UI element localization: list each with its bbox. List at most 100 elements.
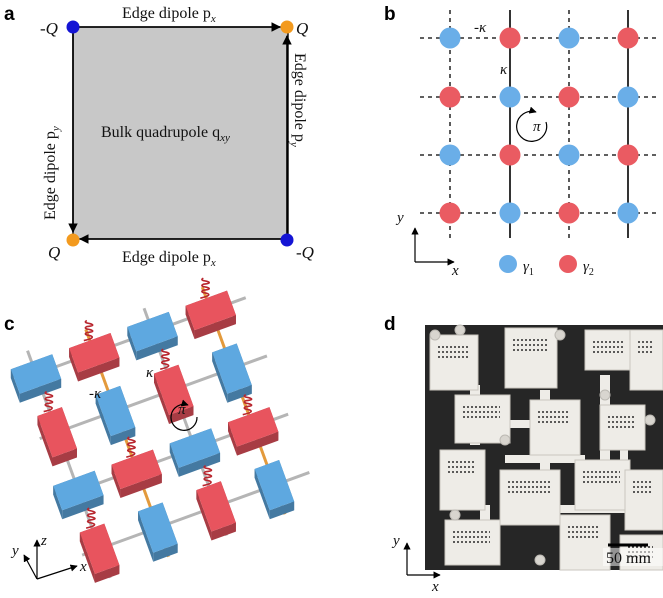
- b-site: [439, 144, 461, 166]
- photo-peg: [599, 389, 611, 401]
- b-site: [439, 86, 461, 108]
- c-kappa: κ: [146, 365, 154, 381]
- c-block-side: [236, 431, 279, 456]
- c-spring: [200, 277, 210, 299]
- lattice-c: [10, 277, 310, 583]
- c-block: [228, 393, 279, 456]
- photo-plate: [574, 459, 631, 511]
- panel-d: d 50 mm y x: [384, 314, 663, 595]
- photo-plate: [624, 469, 663, 531]
- legend-dot-gamma1: [499, 255, 517, 273]
- c-block-top: [127, 311, 178, 352]
- c-block-side: [79, 532, 95, 583]
- b-site: [617, 202, 639, 224]
- photo-peg: [454, 324, 466, 336]
- bulk-square: [72, 26, 289, 240]
- corner-label-br: -Q: [296, 243, 314, 262]
- c-block-side: [153, 543, 178, 562]
- c-block: [10, 354, 62, 403]
- b-site: [439, 202, 461, 224]
- c-y-axis: [23, 554, 38, 580]
- c-block-top: [111, 449, 162, 490]
- c-spring: [202, 464, 213, 487]
- c-block-top: [153, 364, 194, 415]
- corner-dot-tr: [280, 20, 294, 34]
- b-kappa: κ: [500, 62, 508, 78]
- b-neg-kappa: -κ: [474, 20, 487, 36]
- c-spring: [43, 390, 54, 413]
- b-site: [558, 144, 580, 166]
- panel-a-label: a: [4, 4, 15, 25]
- b-site: [617, 86, 639, 108]
- c-axis-y-label: y: [10, 543, 19, 559]
- bulk-label: Bulk quadrupole qxy: [101, 124, 230, 144]
- b-site: [499, 202, 521, 224]
- c-pi-label: π: [178, 402, 186, 418]
- photo-plate: [504, 327, 558, 389]
- c-neg-kappa: -κ: [89, 386, 102, 402]
- c-block-top: [212, 343, 252, 394]
- b-site: [499, 27, 521, 49]
- panel-d-label: d: [384, 314, 396, 335]
- panel-b: b -κ κ π y x γ1 γ2: [384, 4, 658, 279]
- panel-c: c κ -κ π y z x: [4, 277, 310, 583]
- b-flux-arrow: [516, 106, 548, 142]
- c-block-top: [138, 502, 178, 553]
- c-block-side: [212, 352, 228, 403]
- photo-plate: [429, 334, 479, 391]
- d-axis-y-label: y: [391, 533, 400, 549]
- c-block-side: [153, 373, 170, 424]
- c-spring: [83, 319, 94, 342]
- photo-peg: [429, 329, 441, 341]
- c-block-side: [178, 452, 221, 477]
- left-edge-label: Edge dipole py: [42, 126, 62, 220]
- c-flux-arrow: [170, 399, 198, 431]
- c-block-top: [228, 407, 279, 447]
- corner-dot-tl: [66, 20, 80, 34]
- c-block-side: [110, 427, 136, 446]
- photo-plate: [559, 514, 611, 571]
- legend-label-gamma2: γ2: [583, 259, 594, 278]
- c-block-side: [37, 416, 53, 467]
- c-block-side: [185, 305, 195, 340]
- c-block-top: [254, 460, 295, 511]
- c-spring: [126, 436, 136, 458]
- c-block: [254, 460, 295, 520]
- c-axis-x-label: x: [79, 559, 87, 575]
- c-block: [111, 436, 162, 499]
- corner-dot-bl: [66, 233, 80, 247]
- c-block-side: [69, 348, 79, 382]
- c-block-top: [69, 333, 120, 373]
- b-site: [558, 202, 580, 224]
- top-edge-label: Edge dipole px: [122, 5, 216, 25]
- c-block: [95, 385, 136, 446]
- panel-a: a -Q Q Q -Q Edge dipole px Edge dipole p…: [4, 4, 314, 269]
- c-axis-z-label: z: [40, 533, 47, 549]
- b-site: [617, 27, 639, 49]
- c-x-axis: [36, 564, 78, 580]
- c-block: [138, 502, 178, 562]
- scale-label-bg: [603, 548, 663, 566]
- c-block-side: [120, 474, 162, 499]
- c-block-side: [10, 369, 20, 403]
- c-block-side: [169, 406, 194, 424]
- c-block-top: [10, 354, 62, 394]
- photo-peg: [449, 509, 461, 521]
- photo-plate: [584, 329, 636, 371]
- legend-dot-gamma2: [559, 255, 577, 273]
- c-block-side: [94, 565, 120, 583]
- sample-photo: [425, 324, 663, 571]
- c-spring: [242, 393, 253, 416]
- d-axis-x-label: x: [431, 579, 439, 595]
- c-block-top: [185, 290, 236, 331]
- photo-plate: [629, 329, 663, 391]
- corner-label-tl: -Q: [40, 19, 58, 38]
- c-spring: [160, 348, 170, 370]
- c-block-side: [211, 522, 236, 541]
- c-block-top: [95, 385, 136, 437]
- c-block-top: [196, 481, 236, 532]
- c-block-side: [62, 495, 104, 520]
- c-spring: [85, 507, 96, 529]
- photo-plate: [499, 469, 561, 526]
- photo-peg: [499, 434, 511, 446]
